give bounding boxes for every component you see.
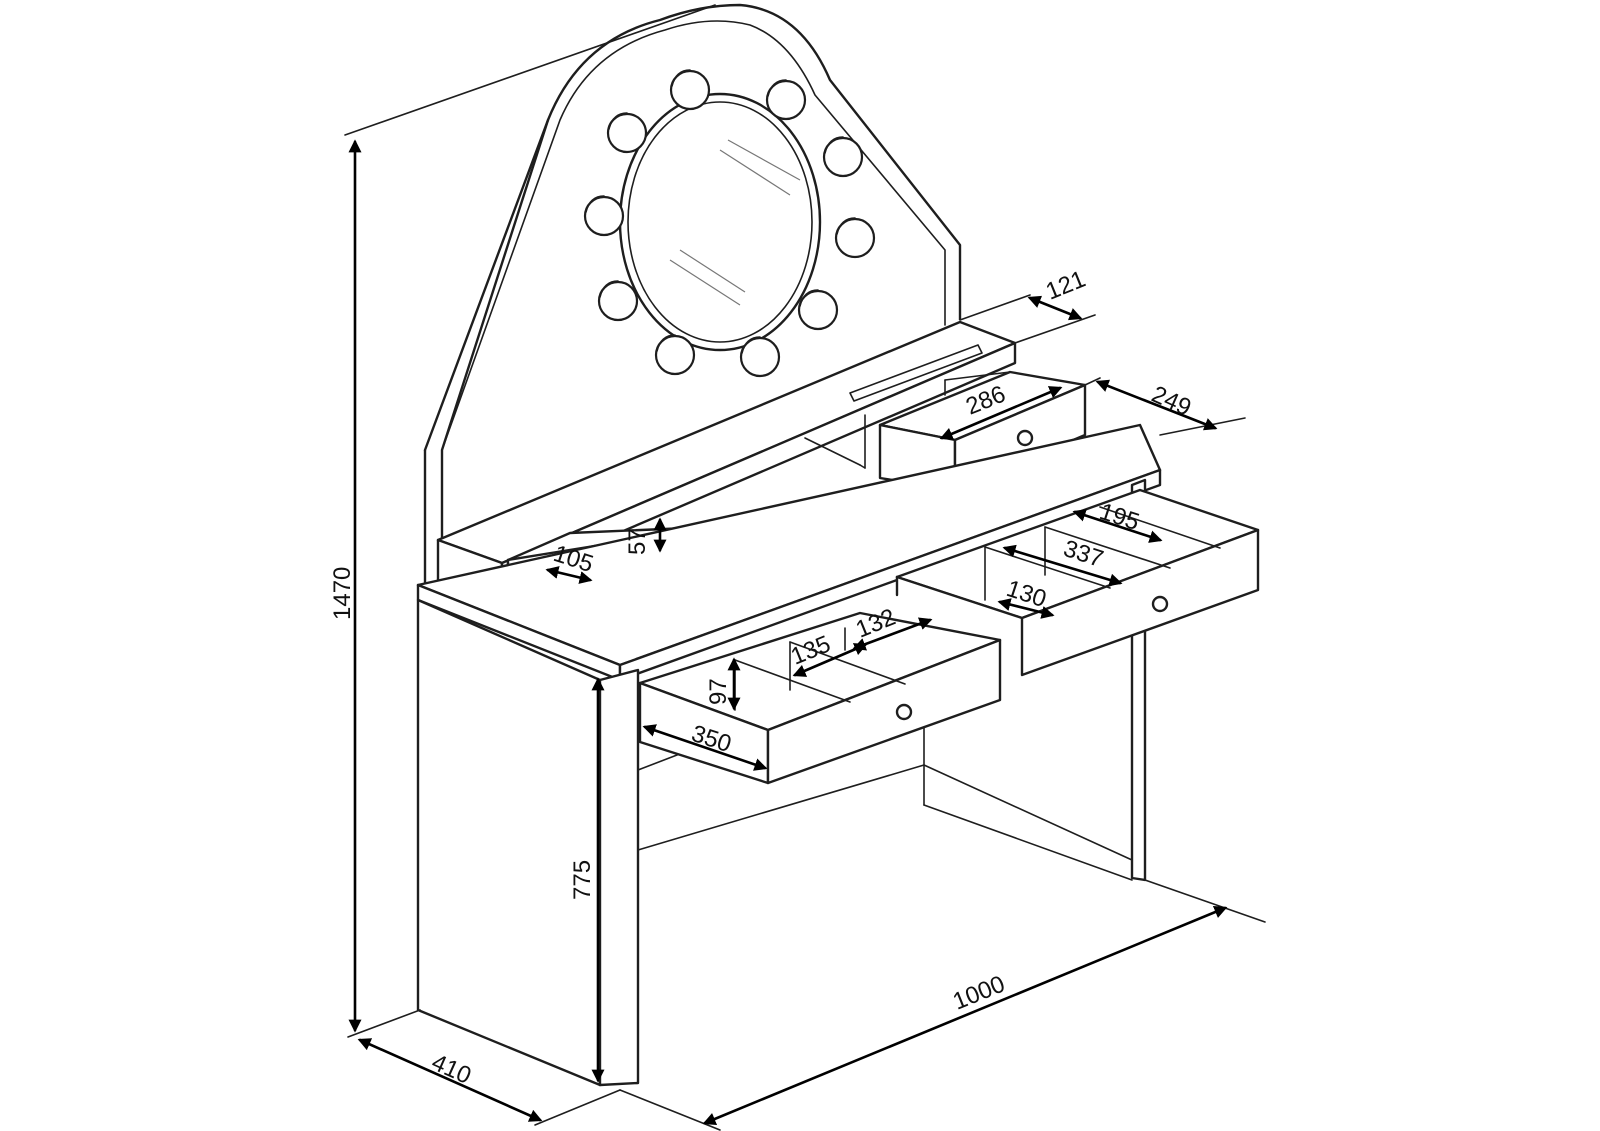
label-shelf-depth: 121 xyxy=(1042,266,1089,306)
bulb-icon xyxy=(597,280,639,322)
bulb-icon xyxy=(583,195,625,237)
round-mirror xyxy=(618,92,822,352)
label-total-height: 1470 xyxy=(329,567,356,620)
bulb-icon xyxy=(739,336,781,378)
knob-icon xyxy=(895,703,913,721)
bulb-icon xyxy=(669,69,711,111)
bulb-icon xyxy=(834,217,876,259)
label-top-drawer-depth: 249 xyxy=(1148,381,1196,422)
bulb-icon xyxy=(606,112,648,154)
dimension-lines xyxy=(344,4,1266,1131)
knob-icon xyxy=(1016,429,1034,447)
bulb-icon xyxy=(654,334,696,376)
desk-body xyxy=(416,423,1162,1087)
bulb-icon xyxy=(797,289,839,331)
bulb-icon xyxy=(765,79,807,121)
label-left-drawer-height: 97 xyxy=(705,678,732,705)
knob-icon xyxy=(1151,595,1169,613)
label-depth: 410 xyxy=(428,1049,476,1090)
bulb-icon xyxy=(822,136,864,178)
vanity-bulbs xyxy=(583,69,876,378)
top-shelf-unit xyxy=(436,320,1017,614)
label-small-drawer-height: 57 xyxy=(624,528,651,555)
label-table-height: 775 xyxy=(569,860,596,900)
